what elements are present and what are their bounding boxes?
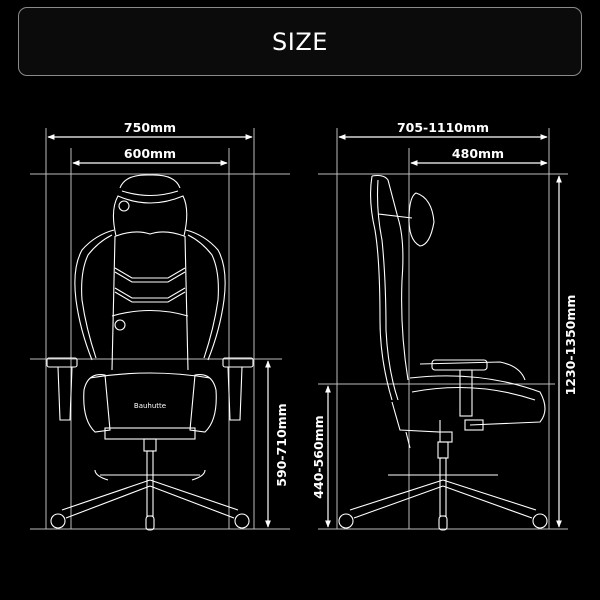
brand-logo: Bauhutte (134, 402, 166, 410)
title-banner: SIZE (18, 7, 582, 76)
seat-width-label: 600mm (124, 146, 176, 161)
seat-depth-label: 480mm (452, 146, 504, 161)
page-title: SIZE (272, 27, 328, 56)
side-chair-drawing (338, 174, 548, 531)
armrest-height-label: 590-710mm (274, 403, 289, 486)
depth-range-label: 705-1110mm (397, 120, 489, 135)
overall-width-label: 750mm (124, 120, 176, 135)
guide-lines (30, 128, 568, 530)
total-height-label: 1230-1350mm (563, 295, 578, 396)
front-chair-drawing (46, 174, 254, 531)
seat-height-label: 440-560mm (311, 415, 326, 498)
